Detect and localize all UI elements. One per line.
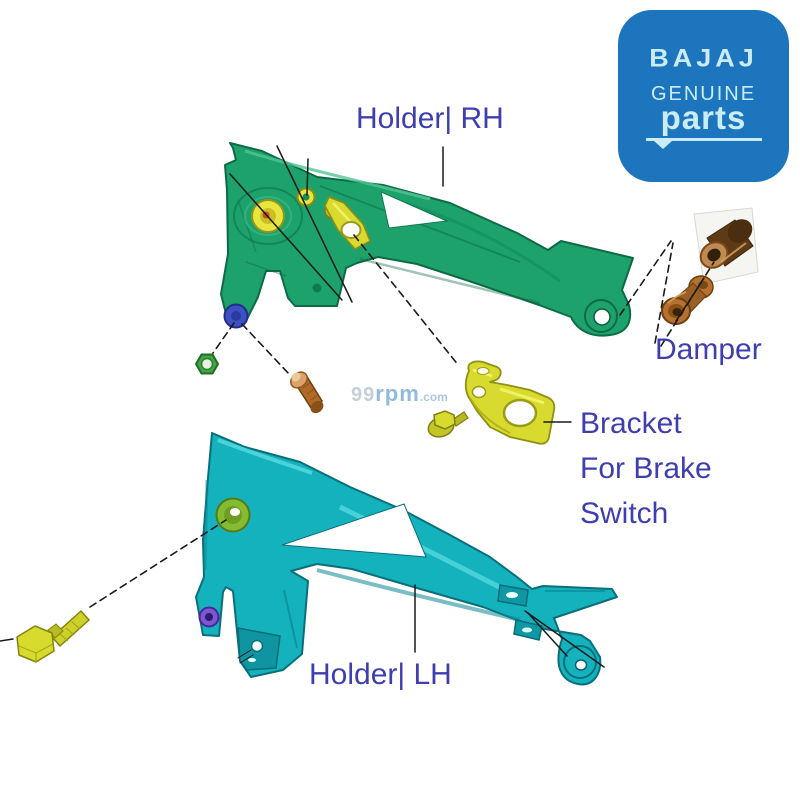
bracket-brake-switch-label: Bracket For Brake Switch <box>580 407 712 530</box>
holder-lh-label: Holder| LH <box>309 658 452 691</box>
holder-rh-rib-2 <box>245 261 287 277</box>
watermark-name: rpm <box>375 381 420 406</box>
watermark-prefix: 99 <box>351 384 376 406</box>
copper-bolt-part <box>290 371 324 414</box>
dashed-leader-damper-label-1 <box>654 242 674 344</box>
holder-rh-boss-ring-outer <box>233 187 303 245</box>
holder-rh-window-cutout <box>380 191 449 229</box>
nut-hole <box>200 357 214 371</box>
nut-part <box>195 353 219 375</box>
holder-lh-eye-hole <box>574 659 588 671</box>
leader-lines-dashed <box>89 234 715 608</box>
damper-label: Damper <box>655 333 762 366</box>
holder-rh-foot-hole <box>312 283 322 293</box>
leader-line <box>276 145 353 303</box>
holder-rh-body <box>220 142 634 337</box>
logo-genuine-text: GENUINE <box>650 83 757 105</box>
logo-brand-text: BAJAJ <box>649 44 758 72</box>
holder-rh-boss-ring-inner <box>244 196 292 236</box>
holder-lh-body <box>195 432 618 686</box>
dashed-leader-damper-label-2 <box>660 261 715 347</box>
copper-bolt-head-top <box>291 372 301 382</box>
flange-bolt-part <box>427 410 469 438</box>
hex-bolt-part <box>16 609 91 663</box>
dashed-leader-strap-to-bracket <box>353 234 460 367</box>
holder-lh-part <box>195 432 618 686</box>
holder-rh-top-highlight <box>244 149 431 201</box>
bracket-top-slot <box>476 367 490 375</box>
holder-rh-small-yellow-hole-center <box>302 193 310 201</box>
holder-rh-underside-shade <box>359 257 541 305</box>
bajaj-genuine-parts-logo: BAJAJ GENUINE parts <box>618 10 789 182</box>
foot-arrow <box>237 649 252 659</box>
holder-lh-arm-shade <box>316 568 521 622</box>
bracket-shadow <box>469 397 511 434</box>
copper-bolt-tip <box>310 400 324 414</box>
flange-bolt-head <box>433 410 456 430</box>
holder-lh-purple-bushing-center <box>205 613 213 621</box>
dashed-leader-eye-to-damper <box>619 240 672 316</box>
damper-spool-highlight <box>667 291 687 304</box>
foot-arrow <box>239 654 254 664</box>
logo-underline-arrow <box>645 138 762 149</box>
leader-lines-solid <box>0 145 605 668</box>
bracket-big-hole <box>502 398 538 428</box>
leader-line <box>229 173 343 301</box>
watermark-suffix: .com <box>419 390 448 404</box>
dashed-leader-bushing-to-nut <box>212 322 235 354</box>
bracket-small-hole <box>471 385 487 399</box>
hex-bolt-thread-2 <box>65 627 75 636</box>
watermark: 99rpm.com <box>351 381 448 407</box>
brake-switch-bracket-part <box>464 360 556 445</box>
logo-parts-text: parts <box>660 99 747 136</box>
holder-lh-clip-slot-upper <box>506 592 518 598</box>
holder-lh-left-shade <box>203 479 209 571</box>
holder-rh-label: Holder| RH <box>356 102 504 135</box>
hex-bolt-shaft <box>50 609 91 648</box>
damper-upper-bore <box>707 248 721 262</box>
holder-rh-eye-ring <box>584 299 618 333</box>
damper-spool-bore <box>672 308 682 316</box>
leader-line <box>524 610 605 668</box>
leader-line <box>527 612 568 657</box>
holder-lh-foot-crease <box>283 589 298 649</box>
copper-bolt-threads <box>302 382 319 401</box>
holder-rh-rib-1 <box>237 199 257 253</box>
holder-rh-arm-ridge <box>394 198 561 283</box>
holder-rh-strap-hole <box>340 221 362 239</box>
hex-bolt-thread-1 <box>59 633 69 642</box>
dashed-leader-spool <box>675 277 705 322</box>
dashed-leader-bolt-to-boss <box>89 519 227 608</box>
hex-bolt-thread-3 <box>71 621 81 630</box>
holder-lh-foot-hole <box>250 639 264 653</box>
holder-lh-top-highlight <box>217 438 313 475</box>
damper-upper-rear-face <box>727 219 753 243</box>
holder-lh-foot-slot <box>248 658 256 662</box>
holder-rh-blue-bushing-center <box>231 311 241 321</box>
hex-bolt-head <box>16 625 55 663</box>
dashed-leader-bushing-to-bolt <box>241 323 290 375</box>
holder-lh-green-boss-hole <box>230 508 240 516</box>
holder-rh-part <box>220 142 634 337</box>
hex-bolt-head-facets <box>18 643 54 662</box>
holder-rh-eye-hole <box>593 308 611 326</box>
holder-lh-window-cutout <box>281 503 427 558</box>
leader-line <box>306 158 309 196</box>
damper-parts <box>661 207 759 325</box>
damper-upper-highlight <box>720 242 747 263</box>
bracket-highlight-plate <box>499 387 545 405</box>
holder-lh-clip-slot-lower <box>522 627 532 633</box>
edge-tick <box>0 638 14 642</box>
